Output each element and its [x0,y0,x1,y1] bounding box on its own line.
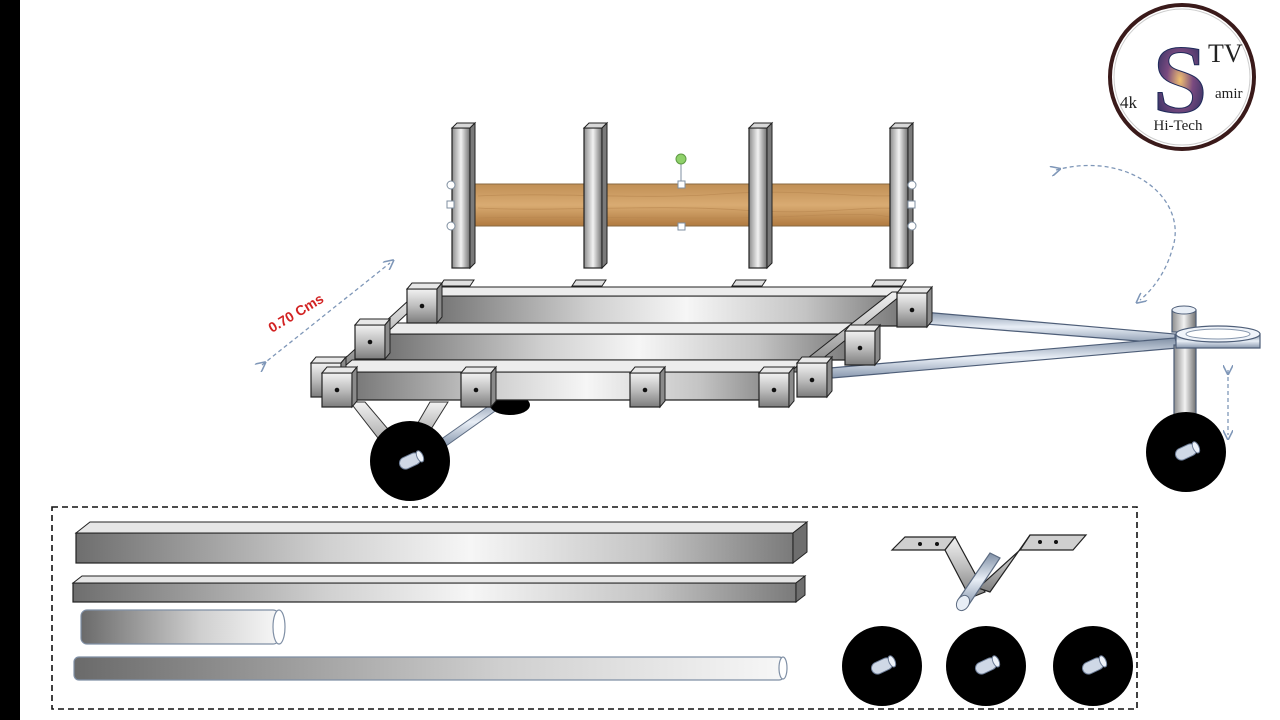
part-long-tube [73,656,788,681]
rotation-arrow [1056,164,1176,300]
post-3 [747,121,774,270]
logo-hitech: Hi-Tech [1154,118,1203,134]
dimension-arrow [262,263,390,365]
rear-wheel [369,420,451,502]
logo-amir: amir [1215,86,1243,102]
wooden-plank [469,183,913,227]
selection-handles[interactable] [446,153,917,231]
frame-beam-middle [377,333,853,361]
post-1 [450,121,477,270]
post-2 [582,121,609,270]
spare-wheel-2 [945,625,1027,707]
bolt-block [758,366,795,408]
bolt-block [460,366,497,408]
channel-logo: S TV 4k amir Hi-Tech [1108,3,1256,151]
left-black-bar [0,0,20,720]
parts-panel-border [51,506,1138,710]
logo-ring [1108,3,1256,151]
bolt-block [354,318,391,360]
spare-wheel-3 [1052,625,1134,707]
part-leg-bracket [890,534,1088,612]
frame-beam-front [337,371,791,401]
logo-letter: S [1153,26,1208,134]
spare-wheel-1 [841,625,923,707]
post-4 [888,121,915,270]
rail-sockets [439,279,907,287]
logo-tv: TV [1208,39,1243,68]
logo-4k: 4k [1120,93,1138,112]
cart-base [310,279,1179,502]
part-square-beam-large [74,520,809,565]
part-short-tube [80,609,286,645]
parts-panel [51,506,1138,710]
wood-grain [477,191,906,219]
bolt-block [629,366,666,408]
steering-assembly [1145,305,1261,493]
bolt-block [844,324,881,366]
bolt-block [896,286,933,328]
bolt-block [321,366,358,408]
side-rail-assembly [446,121,917,270]
bolt-block [796,356,833,398]
bolt-block [406,282,443,324]
part-square-beam-small [71,574,807,604]
front-wheel [1145,411,1227,493]
frame-beam-back [424,295,901,327]
rotate-handle[interactable] [675,153,687,165]
